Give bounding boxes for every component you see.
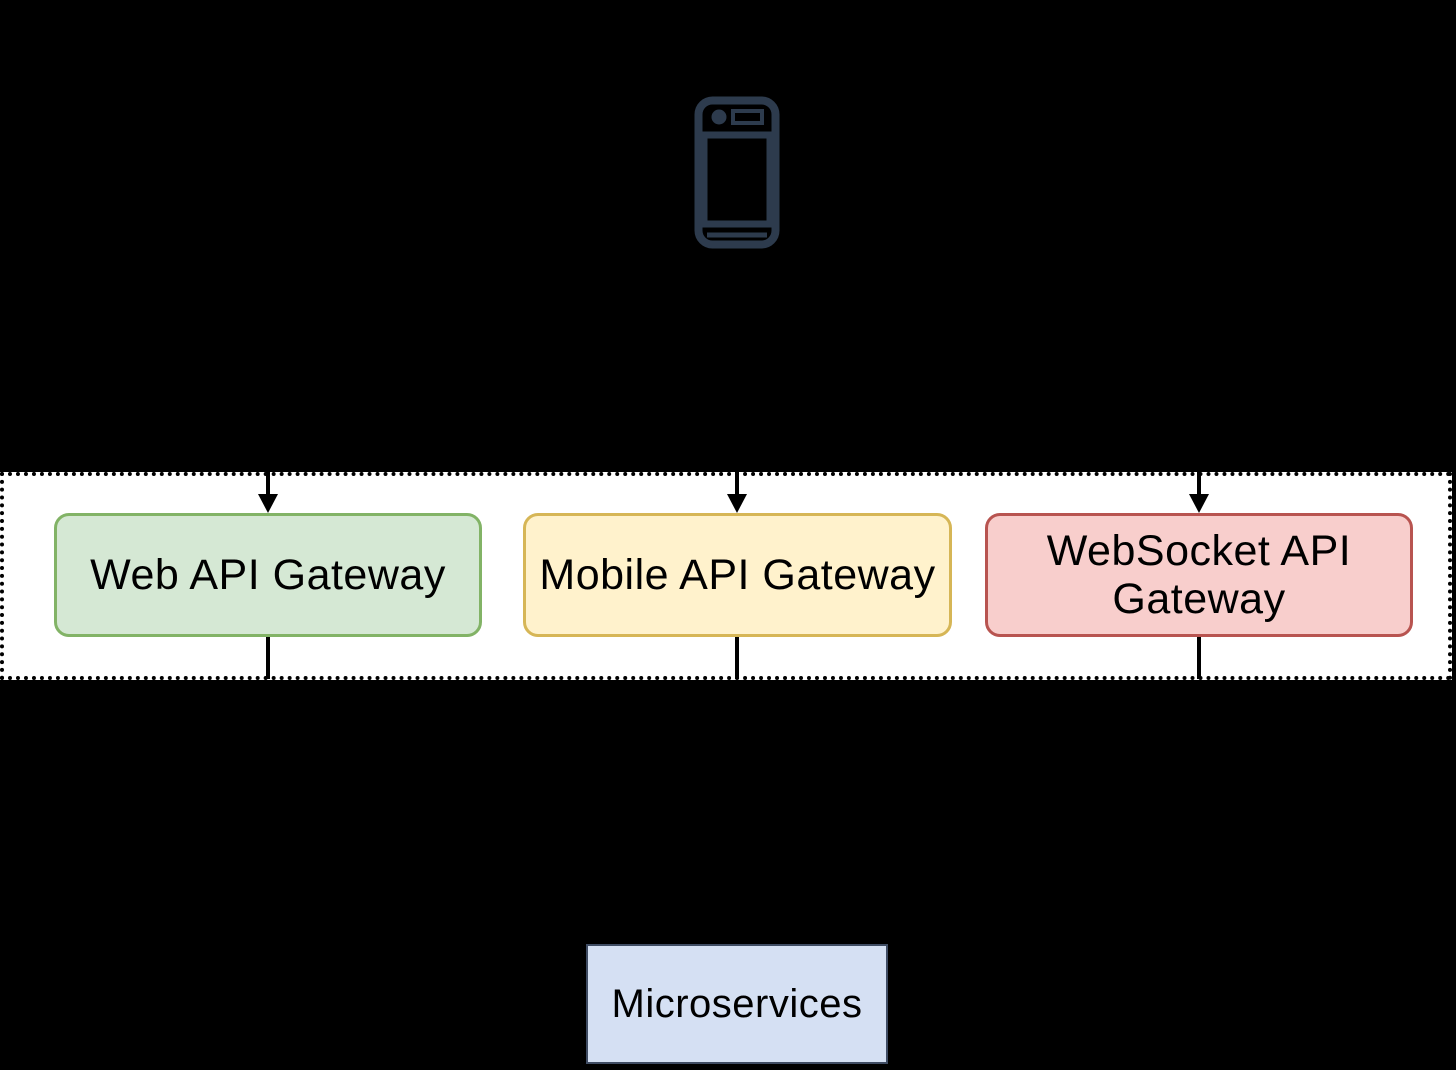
mobile-api-gateway-label: Mobile API Gateway — [539, 550, 936, 599]
connector-web-stem-bottom — [266, 637, 270, 679]
connector-mobile-stem-top — [735, 472, 739, 498]
connector-websocket-stem-bottom — [1197, 637, 1201, 679]
websocket-api-gateway-node: WebSocket API Gateway — [985, 513, 1413, 637]
web-api-gateway-label: Web API Gateway — [90, 550, 446, 599]
web-api-gateway-node: Web API Gateway — [54, 513, 482, 637]
connector-mobile-stem-bottom — [735, 637, 739, 679]
microservices-node: Microservices — [586, 944, 888, 1064]
smartphone-icon-graphic — [694, 96, 780, 249]
connector-websocket-arrowhead — [1189, 494, 1209, 513]
connector-websocket-stem-top — [1197, 472, 1201, 498]
microservices-label: Microservices — [611, 981, 863, 1026]
websocket-api-gateway-label: WebSocket API Gateway — [1046, 526, 1352, 623]
smartphone-icon — [694, 96, 780, 249]
connector-web-stem-top — [266, 472, 270, 498]
connector-mobile-arrowhead — [727, 494, 747, 513]
mobile-api-gateway-node: Mobile API Gateway — [523, 513, 952, 637]
connector-web-arrowhead — [258, 494, 278, 513]
